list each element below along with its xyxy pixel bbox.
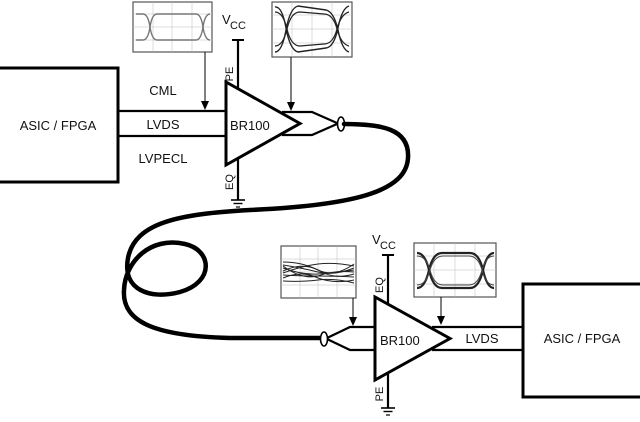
top-br100-driver: BR100 [224,79,304,168]
top-output-lines [282,110,346,137]
arrow-top-input-eye [201,52,209,110]
eye-diagram-top-output [271,1,353,58]
bottom-vcc-label: V CC [372,232,396,252]
right-chip-label: ASIC / FPGA [544,331,621,346]
arrow-top-output-eye [287,57,295,111]
left-chip-label: ASIC / FPGA [20,118,97,133]
bottom-input-lines [319,325,378,352]
bottom-vcc-sub: CC [380,240,396,252]
bottom-br100-driver: BR100 [373,294,454,383]
input-standard-cml: CML [149,83,176,98]
eye-diagram-bottom-output [413,242,497,298]
input-standard-lvds: LVDS [147,117,180,132]
bottom-output-lines [432,325,523,352]
arrow-bottom-output-eye [437,297,445,325]
top-ground-symbol [231,199,245,208]
top-vcc-label: V CC [222,12,246,32]
eye-diagram-top-input [132,1,213,53]
top-input-lines [118,109,226,138]
top-vcc-v: V [222,12,231,27]
left-asic-fpga-block: ASIC / FPGA [0,66,120,184]
input-standard-lvpecl: LVPECL [139,151,188,166]
bottom-ground-symbol [381,407,395,416]
bottom-eq-label: EQ [374,277,386,293]
arrow-bottom-input-eye [349,298,357,326]
cable-coil [121,121,411,341]
output-standard-lvds: LVDS [466,331,499,346]
bottom-vcc-v: V [372,232,381,247]
eye-diagram-bottom-input [280,245,357,299]
top-pe-label: PE [224,67,236,82]
right-asic-fpga-block: ASIC / FPGA [521,282,640,399]
top-eq-label: EQ [224,174,236,190]
bottom-pe-label: PE [374,387,386,402]
bottom-driver-name: BR100 [380,333,420,348]
top-vcc-sub: CC [230,20,246,32]
top-driver-name: BR100 [230,118,270,133]
